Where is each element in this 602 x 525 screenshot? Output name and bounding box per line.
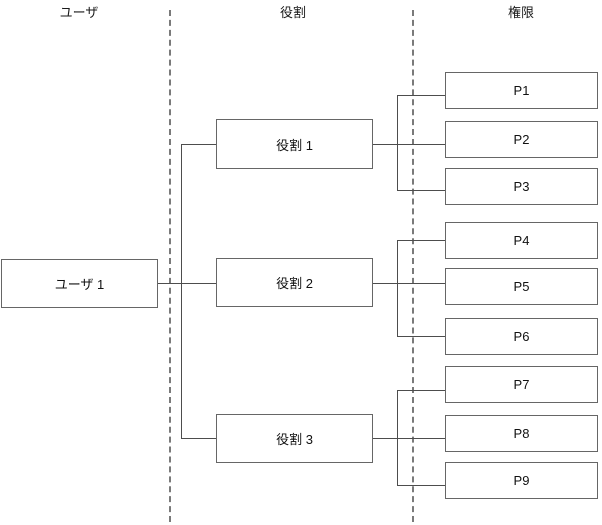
permission-node-p3[interactable]: P3: [445, 168, 598, 205]
connector-user-stub: [158, 283, 181, 284]
role-node-2[interactable]: 役割 2: [216, 258, 373, 307]
permission-node-p6[interactable]: P6: [445, 318, 598, 355]
connector-role-1-stub: [373, 144, 397, 145]
connector-role-2-branch-p5: [397, 283, 445, 284]
connector-user-spine: [181, 144, 182, 438]
permission-node-p5[interactable]: P5: [445, 268, 598, 305]
connector-role-1-spine: [397, 95, 398, 191]
connector-role-2-spine: [397, 240, 398, 336]
connector-role-2-stub: [373, 283, 397, 284]
connector-role-3-branch-p7: [397, 390, 445, 391]
connector-role-3-spine: [397, 390, 398, 485]
connector-branch-role-2: [181, 283, 216, 284]
connector-role-2-branch-p4: [397, 240, 445, 241]
permission-node-p9[interactable]: P9: [445, 462, 598, 499]
connector-branch-role-3: [181, 438, 216, 439]
connector-role-1-branch-p3: [397, 190, 445, 191]
connector-role-1-branch-p1: [397, 95, 445, 96]
role-node-1[interactable]: 役割 1: [216, 119, 373, 169]
connector-branch-role-1: [181, 144, 216, 145]
connector-role-3-branch-p8: [397, 438, 445, 439]
connector-role-3-branch-p9: [397, 485, 445, 486]
permission-node-p4[interactable]: P4: [445, 222, 598, 259]
permission-node-p2[interactable]: P2: [445, 121, 598, 158]
divider-user-role: [169, 10, 171, 522]
connector-role-2-branch-p6: [397, 336, 445, 337]
role-node-3[interactable]: 役割 3: [216, 414, 373, 463]
connector-role-1-branch-p2: [397, 144, 445, 145]
permission-node-p1[interactable]: P1: [445, 72, 598, 109]
connector-role-3-stub: [373, 438, 397, 439]
user-node-1[interactable]: ユーザ 1: [1, 259, 158, 308]
column-header-role: 役割: [279, 5, 307, 20]
column-header-permission: 権限: [507, 5, 535, 20]
divider-role-permission: [412, 10, 414, 522]
column-header-user: ユーザ: [59, 5, 99, 20]
permission-node-p7[interactable]: P7: [445, 366, 598, 403]
permission-node-p8[interactable]: P8: [445, 415, 598, 452]
